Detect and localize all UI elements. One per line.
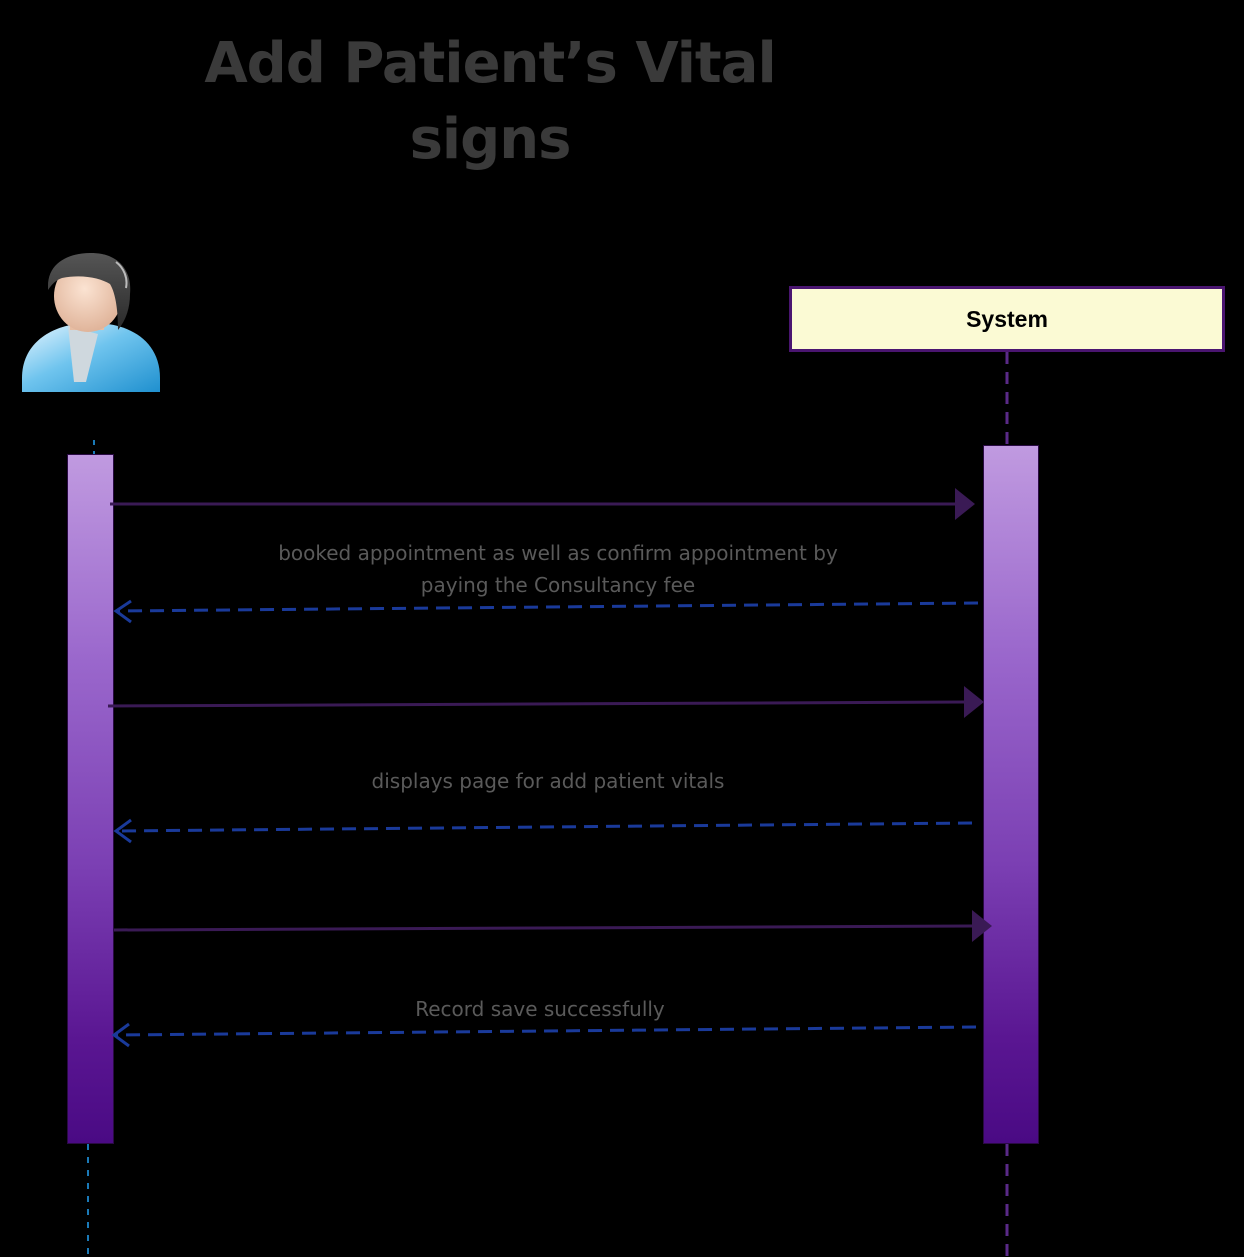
message-2-arrowhead	[113, 599, 132, 624]
message-4-arrowhead	[113, 818, 132, 844]
system-lifeline-label: System	[966, 305, 1048, 332]
message-1-arrowhead	[955, 488, 975, 520]
user-avatar-icon	[18, 250, 162, 395]
system-activation-bar	[983, 445, 1039, 1144]
message-5-arrow	[113, 924, 973, 932]
message-3-arrow	[107, 700, 965, 708]
message-2-label: booked appointment as well as confirm ap…	[200, 537, 916, 601]
system-lifeline-header: System	[789, 286, 1225, 352]
message-4-arrow	[117, 821, 973, 833]
message-6-arrowhead	[111, 1022, 130, 1048]
message-6-label: Record save successfully	[340, 993, 740, 1025]
diagram-title-line-2: signs	[409, 107, 572, 172]
message-2-label-line-1: booked appointment as well as confirm ap…	[278, 541, 838, 565]
message-3-arrowhead	[964, 686, 984, 718]
message-6-label-text: Record save successfully	[415, 997, 665, 1021]
message-4-label: displays page for add patient vitals	[300, 765, 796, 797]
message-5-arrowhead	[972, 910, 992, 942]
diagram-title: Add Patient’s Vital signs	[190, 26, 790, 178]
message-2-label-line-2: paying the Consultancy fee	[420, 573, 696, 597]
diagram-title-line-1: Add Patient’s Vital	[204, 31, 776, 96]
actor-activation-bar	[67, 454, 114, 1144]
message-6-arrow	[115, 1025, 977, 1037]
message-2-arrow	[117, 601, 979, 613]
message-4-label-text: displays page for add patient vitals	[371, 769, 725, 793]
